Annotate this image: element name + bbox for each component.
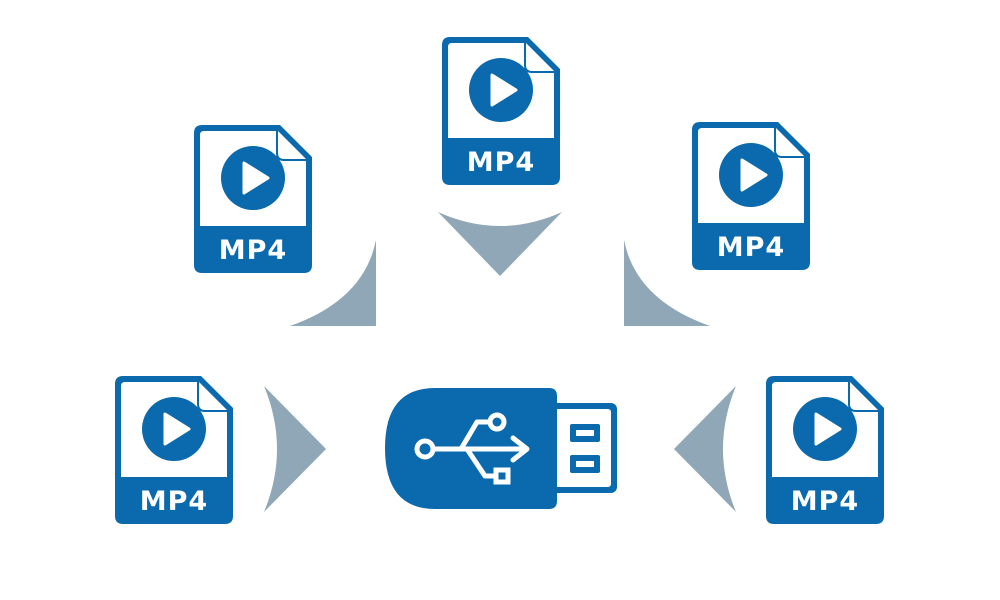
mp4-file-lower-left: MP4	[113, 374, 235, 526]
chevron-arrow-icon	[624, 240, 710, 326]
arrow-left-lower-right	[672, 386, 738, 512]
arrow-down-top	[438, 212, 562, 278]
arrow-upper-left	[288, 238, 380, 330]
mp4-file-top: MP4	[440, 35, 562, 187]
file-type-label: MP4	[716, 232, 786, 263]
video-file-icon	[692, 122, 810, 270]
arrow-right-lower-left	[262, 386, 328, 512]
chevron-arrow-icon	[290, 240, 376, 326]
mp4-file-upper-right: MP4	[690, 120, 812, 272]
file-type-label: MP4	[139, 486, 209, 517]
video-file-icon	[766, 376, 884, 524]
video-file-icon	[115, 376, 233, 524]
chevron-arrow-icon	[264, 386, 326, 512]
mp4-file-upper-left: MP4	[192, 123, 314, 275]
video-file-icon	[442, 37, 560, 185]
file-type-label: MP4	[466, 147, 536, 178]
video-file-icon	[194, 125, 312, 273]
mp4-file-lower-right: MP4	[764, 374, 886, 526]
chevron-arrow-icon	[674, 386, 736, 512]
usb-flash-drive	[383, 386, 620, 511]
arrow-upper-right	[620, 238, 712, 330]
file-type-label: MP4	[218, 235, 288, 266]
usb-flash-drive-icon	[385, 388, 617, 509]
chevron-arrow-icon	[438, 212, 562, 276]
file-type-label: MP4	[790, 486, 860, 517]
